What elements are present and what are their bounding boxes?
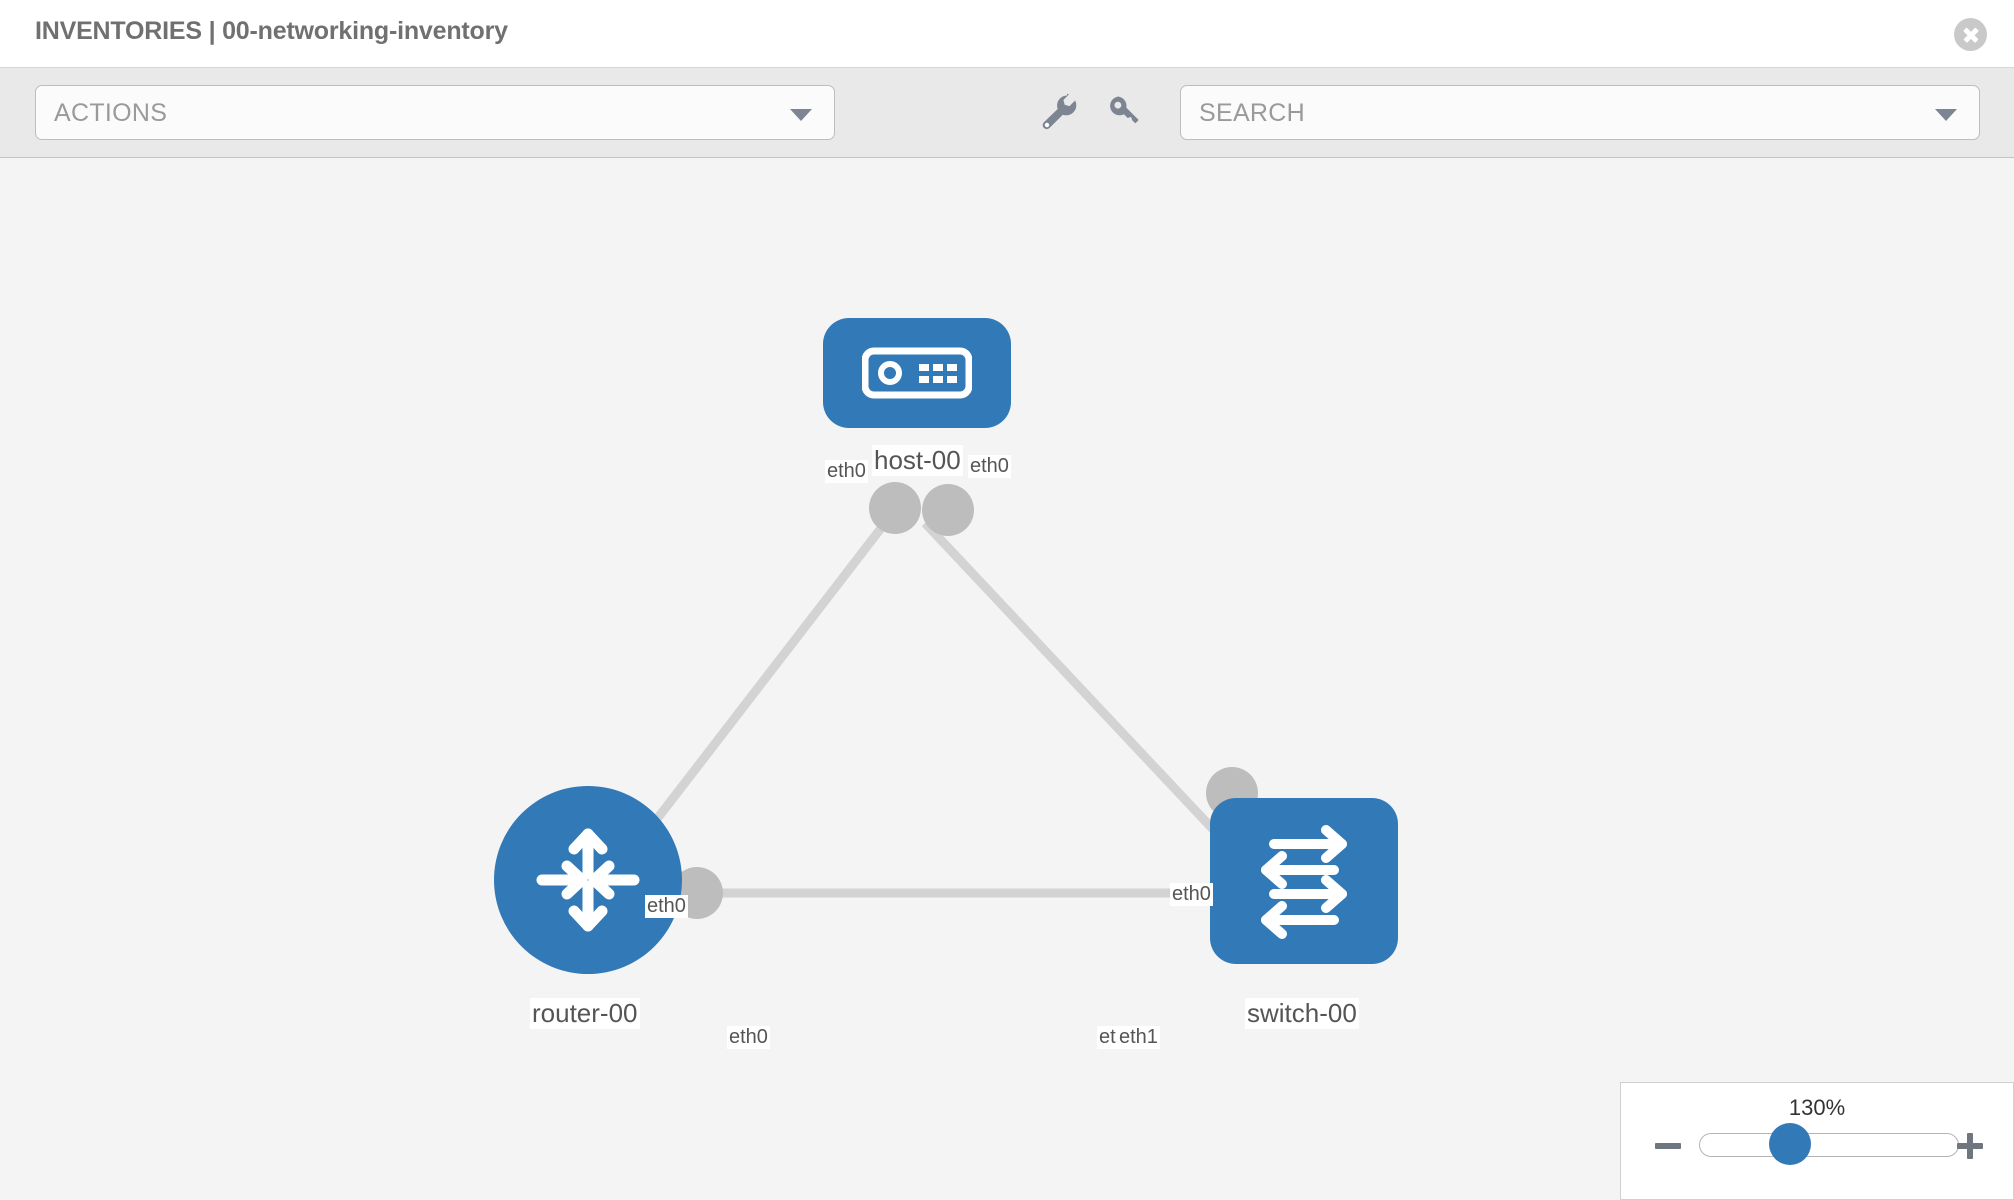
iface-label-switch-to-router: eth1 [1117, 1026, 1160, 1049]
node-host-00-shape[interactable] [823, 318, 1011, 428]
node-switch-00-shape[interactable] [1210, 798, 1398, 964]
node-host-00-label: host-00 [872, 445, 963, 476]
search-input[interactable]: SEARCH [1180, 85, 1980, 140]
chevron-down-icon [1935, 108, 1957, 121]
zoom-control-panel: 130% [1620, 1082, 2014, 1200]
actions-dropdown-label: ACTIONS [54, 99, 168, 127]
node-router-00-label: router-00 [530, 998, 640, 1029]
wrench-icon[interactable] [1034, 88, 1082, 136]
topology-toolbar: ACTIONS SEARCH [0, 68, 2014, 158]
key-icon[interactable] [1102, 88, 1150, 136]
bidirectional-arrows-switch-icon [1261, 825, 1347, 939]
plus-icon[interactable] [1955, 1131, 1985, 1161]
topology-canvas[interactable]: host-00 eth0 eth0 [0, 158, 2014, 1200]
close-icon[interactable] [1954, 18, 1987, 51]
page-title: INVENTORIES | 00-networking-inventory [35, 17, 508, 45]
chevron-down-icon [790, 108, 812, 121]
iface-label-host-right: eth0 [968, 455, 1011, 478]
iface-label-switch-to-host: eth0 [1170, 883, 1213, 906]
topology-links [596, 482, 1261, 919]
iface-label-router-to-host: eth0 [645, 895, 688, 918]
actions-dropdown[interactable]: ACTIONS [35, 85, 835, 140]
node-router-00-shape[interactable] [494, 786, 682, 974]
page-header: INVENTORIES | 00-networking-inventory [0, 0, 2014, 68]
iface-label-host-left: eth0 [825, 460, 868, 483]
search-placeholder: SEARCH [1199, 99, 1305, 127]
zoom-slider-thumb[interactable] [1769, 1123, 1811, 1165]
node-switch-00-label: switch-00 [1245, 998, 1359, 1029]
server-appliance-icon [862, 347, 972, 399]
zoom-slider-track[interactable] [1699, 1133, 1959, 1157]
zoom-level-value: 130% [1788, 1095, 1846, 1120]
iface-label-router-to-switch: eth0 [727, 1026, 770, 1049]
minus-icon[interactable] [1653, 1131, 1683, 1161]
four-arrows-router-icon [536, 828, 640, 932]
